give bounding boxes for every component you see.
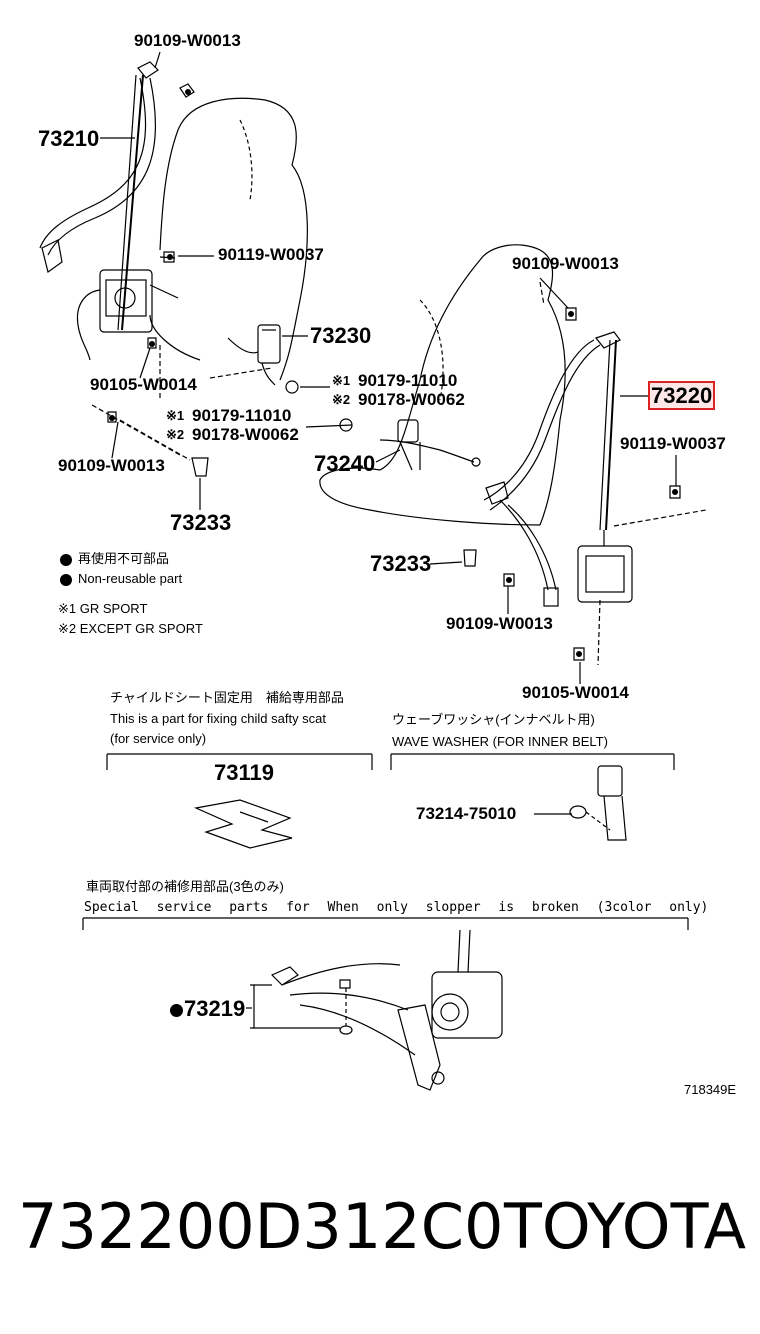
label-73219: 73219 xyxy=(170,998,245,1020)
label-90105-left: 90105-W0014 xyxy=(90,375,197,394)
part-73119-shape xyxy=(193,799,293,849)
label-90105-right: 90105-W0014 xyxy=(522,683,629,702)
label-90119-right: 90119-W0037 xyxy=(620,434,726,453)
label-90109-left: 90109-W0013 xyxy=(58,456,165,475)
right-73233-pad xyxy=(463,549,477,567)
label-73119: 73119 xyxy=(214,760,274,785)
label-90119-left: 90119-W0037 xyxy=(218,245,324,264)
right-retractor-73220 xyxy=(483,281,707,666)
label-73214-75010: 73214-75010 xyxy=(416,804,517,823)
left-retractor-assembly xyxy=(39,61,195,461)
label-90109-top: 90109-W0013 xyxy=(134,31,241,50)
label-90178-b: 90178-W0062 xyxy=(192,425,299,444)
left-73233-pad xyxy=(191,457,209,477)
label-90109-right-bottom: 90109-W0013 xyxy=(446,614,553,633)
mark1-a: ※1 xyxy=(332,373,351,388)
right-seat-outline xyxy=(319,244,566,526)
child-seat-title-en1: This is a part for fixing child safty sc… xyxy=(110,711,327,726)
child-seat-title-en2: (for service only) xyxy=(110,731,207,746)
legend-note1: ※1 GR SPORT xyxy=(58,601,148,616)
label-90109-right-top: 90109-W0013 xyxy=(512,254,619,273)
label-73210: 73210 xyxy=(38,126,100,151)
bullet-dot-icon xyxy=(60,553,72,566)
leader-lines xyxy=(100,51,677,1029)
mark2-b: ※2 xyxy=(166,427,185,442)
mark1-b: ※1 xyxy=(166,408,185,423)
label-73230: 73230 xyxy=(310,323,372,348)
bullet-dot-icon xyxy=(60,573,72,586)
legend-note2: ※2 EXCEPT GR SPORT xyxy=(58,621,203,636)
child-seat-title-jp: チャイルドシート固定用 補給専用部品 xyxy=(110,690,344,705)
label-73240: 73240 xyxy=(314,451,376,476)
stopper-title-jp: 車両取付部の補修用部品(3色のみ) xyxy=(86,879,284,894)
label-73233-left: 73233 xyxy=(170,510,232,535)
highlighted-part-73220[interactable]: 73220 xyxy=(647,381,716,410)
footer-part-number: 732200D312C0 xyxy=(18,1190,504,1263)
part-73214-shape xyxy=(569,765,627,841)
label-73220: 73220 xyxy=(647,381,716,410)
mark2-a: ※2 xyxy=(332,392,351,407)
left-seat-outline xyxy=(149,97,308,381)
footer-brand: TOYOTA xyxy=(504,1190,747,1263)
label-90178-a: 90178-W0062 xyxy=(358,390,465,409)
left-buckle-73230 xyxy=(209,324,353,432)
legend-nonreusable-en: Non-reusable part xyxy=(60,572,182,586)
wave-washer-title-en: WAVE WASHER (FOR INNER BELT) xyxy=(392,734,608,749)
part-73219-shape xyxy=(250,929,503,1091)
wave-washer-title-jp: ウェーブワッシャ(インナベルト用) xyxy=(392,712,595,727)
right-buckle-73240 xyxy=(379,419,481,471)
label-73233-right: 73233 xyxy=(370,551,432,576)
label-90179-a: 90179-11010 xyxy=(358,371,458,390)
section-brackets xyxy=(82,753,689,930)
stopper-title-en: Special service parts for When only slop… xyxy=(84,900,709,915)
diagram-id: 718349E xyxy=(684,1082,737,1097)
label-90179-b: 90179-11010 xyxy=(192,406,292,425)
legend-nonreusable-jp: 再使用不可部品 xyxy=(60,552,169,566)
nonreusable-dot-icon xyxy=(170,1003,183,1017)
